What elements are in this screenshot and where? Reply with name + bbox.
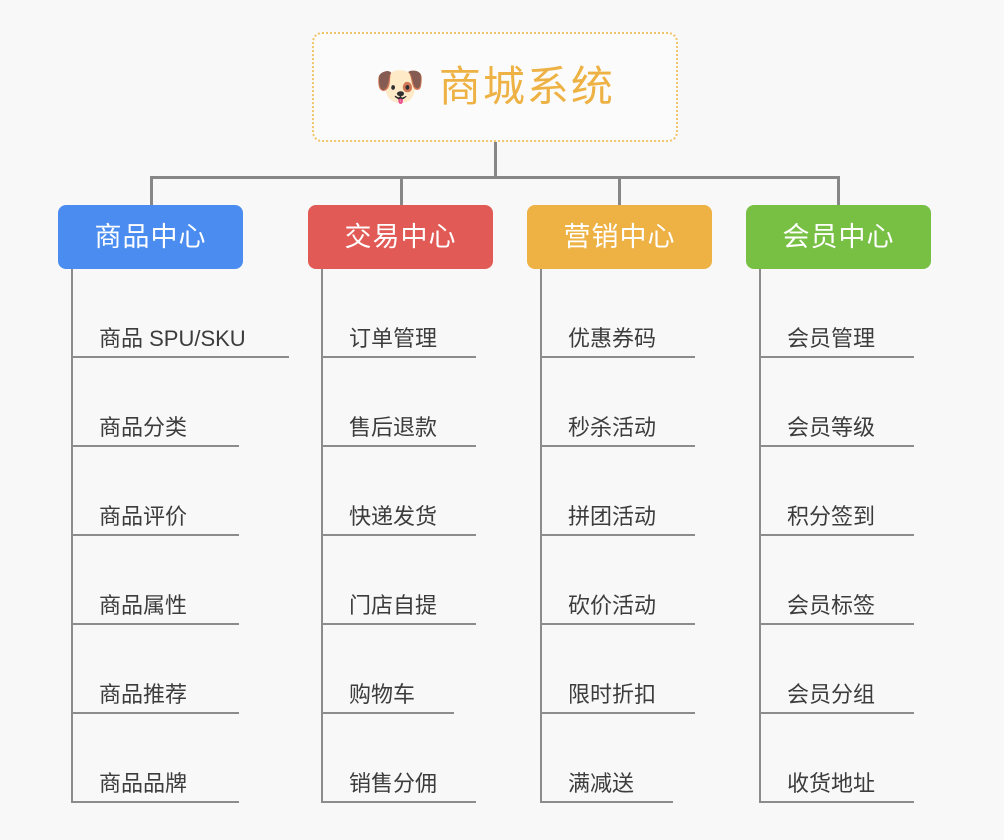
root-stem-connector xyxy=(494,142,497,178)
leaf-label: 商品推荐 xyxy=(99,682,188,708)
branch-header-label: 交易中心 xyxy=(344,221,457,252)
leaf-item[interactable]: 优惠券码 xyxy=(540,269,695,358)
leaf-label: 门店自提 xyxy=(349,593,438,619)
leaf-item[interactable]: 限时折扣 xyxy=(540,625,695,714)
leaf-label: 快递发货 xyxy=(349,504,438,530)
leaf-item[interactable]: 商品分类 xyxy=(71,358,239,447)
branch-trunk-line xyxy=(321,269,323,803)
leaf-label: 会员管理 xyxy=(787,326,876,352)
branch-drop-connector-2 xyxy=(400,176,403,207)
leaf-item[interactable]: 商品 SPU/SKU xyxy=(71,269,289,358)
root-node[interactable]: 🐶 商城系统 xyxy=(312,32,678,142)
leaf-label: 限时折扣 xyxy=(568,682,657,708)
leaf-label: 秒杀活动 xyxy=(568,415,657,441)
leaf-item[interactable]: 销售分佣 xyxy=(321,714,476,803)
branch-trunk-line xyxy=(71,269,73,803)
branch-trunk-line xyxy=(540,269,542,803)
leaf-item[interactable]: 积分签到 xyxy=(759,447,914,536)
branch-header-marketing[interactable]: 营销中心 xyxy=(527,205,712,269)
leaf-item[interactable]: 商品评价 xyxy=(71,447,239,536)
leaf-item[interactable]: 快递发货 xyxy=(321,447,476,536)
branch-header-product[interactable]: 商品中心 xyxy=(58,205,243,269)
branch-header-trade[interactable]: 交易中心 xyxy=(308,205,493,269)
leaf-label: 会员分组 xyxy=(787,682,876,708)
leaf-label: 商品 SPU/SKU xyxy=(99,326,246,352)
leaf-label: 优惠券码 xyxy=(568,326,657,352)
branch-drop-connector-4 xyxy=(837,176,840,207)
leaf-item[interactable]: 商品推荐 xyxy=(71,625,239,714)
leaf-item[interactable]: 会员分组 xyxy=(759,625,914,714)
branch-header-label: 会员中心 xyxy=(782,221,895,252)
leaf-label: 商品属性 xyxy=(99,593,188,619)
leaf-label: 拼团活动 xyxy=(568,504,657,530)
leaf-item[interactable]: 会员标签 xyxy=(759,536,914,625)
leaf-label: 销售分佣 xyxy=(349,771,438,797)
leaf-label: 商品分类 xyxy=(99,415,188,441)
leaf-label: 购物车 xyxy=(349,682,416,708)
leaf-label: 会员标签 xyxy=(787,593,876,619)
leaf-item[interactable]: 会员等级 xyxy=(759,358,914,447)
leaf-item[interactable]: 商品属性 xyxy=(71,536,239,625)
leaf-item[interactable]: 门店自提 xyxy=(321,536,476,625)
leaf-label: 砍价活动 xyxy=(568,593,657,619)
shiba-dog-face-icon: 🐶 xyxy=(375,65,425,109)
leaf-item[interactable]: 砍价活动 xyxy=(540,536,695,625)
branch-drop-connector-1 xyxy=(150,176,153,207)
branch-bus-connector xyxy=(150,176,840,179)
leaf-label: 收货地址 xyxy=(787,771,876,797)
branch-header-label: 商品中心 xyxy=(94,221,207,252)
leaf-item[interactable]: 秒杀活动 xyxy=(540,358,695,447)
leaf-label: 满减送 xyxy=(568,771,635,797)
leaf-item[interactable]: 购物车 xyxy=(321,625,454,714)
branch-header-member[interactable]: 会员中心 xyxy=(746,205,931,269)
leaf-label: 售后退款 xyxy=(349,415,438,441)
leaf-item[interactable]: 订单管理 xyxy=(321,269,476,358)
root-title: 商城系统 xyxy=(438,63,615,110)
leaf-item[interactable]: 满减送 xyxy=(540,714,673,803)
leaf-item[interactable]: 售后退款 xyxy=(321,358,476,447)
leaf-label: 订单管理 xyxy=(349,326,438,352)
branch-header-label: 营销中心 xyxy=(563,221,676,252)
leaf-label: 商品评价 xyxy=(99,504,188,530)
leaf-item[interactable]: 会员管理 xyxy=(759,269,914,358)
branch-trunk-line xyxy=(759,269,761,803)
leaf-item[interactable]: 收货地址 xyxy=(759,714,914,803)
leaf-item[interactable]: 商品品牌 xyxy=(71,714,239,803)
leaf-label: 会员等级 xyxy=(787,415,876,441)
leaf-item[interactable]: 拼团活动 xyxy=(540,447,695,536)
branch-drop-connector-3 xyxy=(618,176,621,207)
leaf-label: 积分签到 xyxy=(787,504,876,530)
leaf-label: 商品品牌 xyxy=(99,771,188,797)
